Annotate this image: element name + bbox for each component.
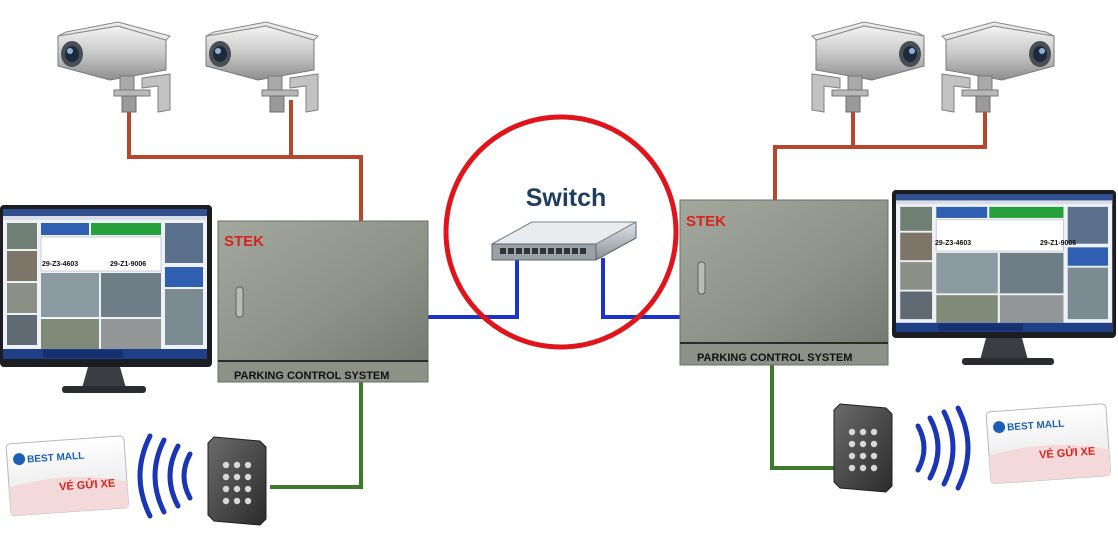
monitor-icon [0,205,212,393]
left-brand-logo: STEK [224,233,264,250]
right-plate-1: 29-Z3-4603 [935,240,971,247]
cctv-camera-icon [941,21,1055,113]
left-ticket-title: VÉ GỬI XE [59,476,116,493]
parking-ticket-icon: BEST MALL VÉ GỬI XE [985,403,1111,485]
switch-label: Switch [526,184,607,212]
cctv-camera-icon [811,21,925,113]
switch-highlight-circle [443,114,679,350]
right-plate-2: 29-Z1-9006 [1040,240,1076,247]
reader-links [270,365,836,489]
left-plate-2: 29-Z1-9006 [110,261,146,268]
network-links [427,258,686,319]
right-ticket-title: VÉ GỬI XE [1039,444,1096,461]
parking-ticket-icon: BEST MALL VÉ GỬI XE [5,435,129,517]
camera-links-right [773,100,987,200]
cctv-camera-icon [205,21,319,113]
right-brand-logo: STEK [686,213,726,230]
network-switch-icon [491,221,637,261]
parking-control-cabinet-left: STEK PARKING CONTROL SYSTEM [217,220,429,383]
left-ticket-brand: BEST MALL [27,451,85,466]
left-plate-1: 29-Z3-4603 [42,261,78,268]
card-reader-icon [833,403,893,493]
card-reader-icon [207,436,267,526]
rfid-wave-icon [140,436,190,516]
right-panel-caption: PARKING CONTROL SYSTEM [697,352,852,364]
right-ticket-brand: BEST MALL [1007,419,1065,434]
left-panel-caption: PARKING CONTROL SYSTEM [234,370,389,382]
camera-links-left [127,100,363,222]
rfid-wave-icon [918,408,968,488]
monitor-icon [892,190,1116,365]
cctv-camera-icon [57,21,171,113]
parking-control-cabinet-right: STEK PARKING CONTROL SYSTEM [679,199,889,366]
